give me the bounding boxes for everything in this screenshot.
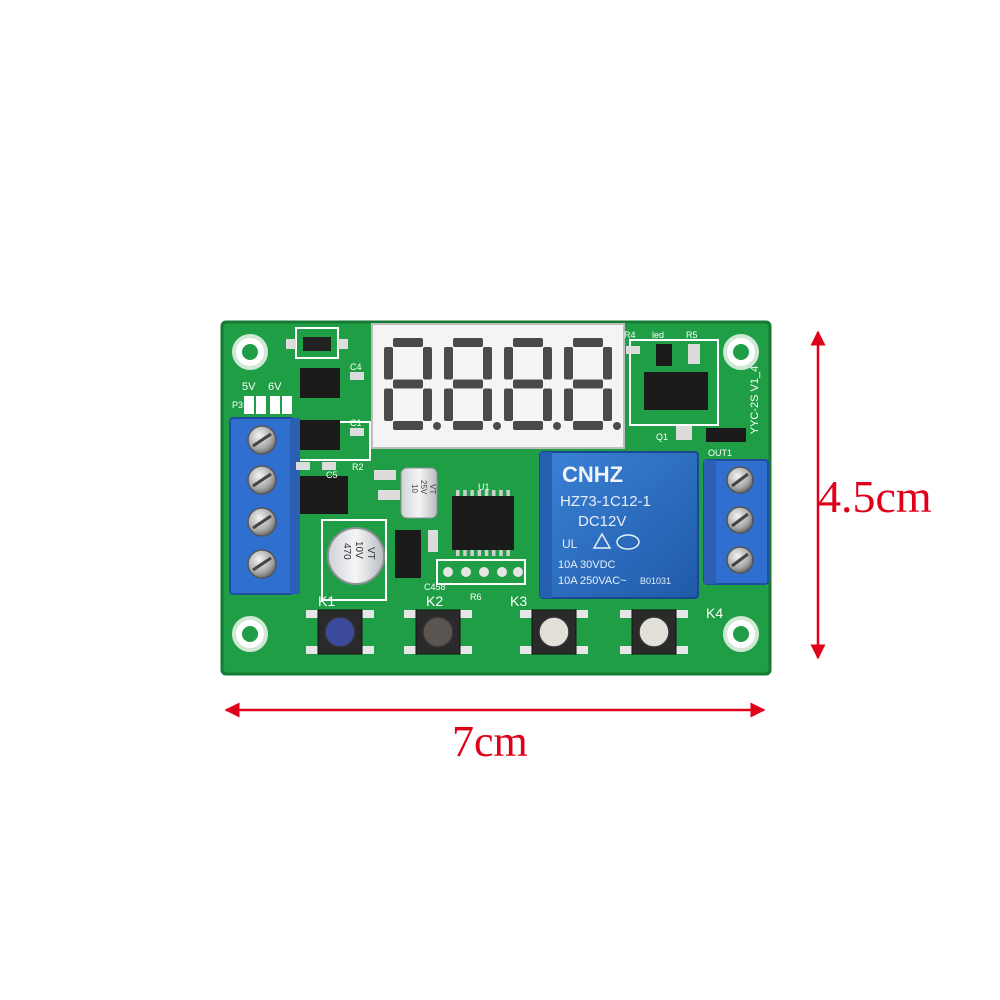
button-cap[interactable]	[538, 616, 570, 648]
push-button-k4[interactable]	[620, 609, 688, 655]
large-cap-line3: VT	[365, 547, 376, 560]
button-cap[interactable]	[638, 616, 670, 648]
microcontroller-chip: U1	[452, 482, 514, 556]
relay-rating-ac: 10A 250VAC~	[558, 575, 627, 587]
relay-rating-dc: 10A 30VDC	[558, 559, 616, 571]
voltage-jumpers: 5V 6V P3	[232, 381, 292, 414]
display-digit	[384, 338, 441, 430]
large-cap-line2: 10V	[353, 541, 364, 559]
c5-label: C5	[326, 470, 338, 480]
relay-coil: DC12V	[578, 513, 626, 530]
push-button-k3[interactable]	[520, 609, 588, 655]
screw-icon	[726, 466, 754, 494]
button-label: K2	[426, 593, 443, 609]
screw-icon	[247, 549, 277, 579]
display-digits	[384, 338, 621, 430]
mounting-holes	[232, 334, 759, 652]
relay-model: HZ73-1C12-1	[560, 493, 651, 510]
push-button-k2[interactable]	[404, 609, 472, 655]
c4-label: C4	[350, 362, 362, 372]
version-label: YYC-2S V1_4	[749, 366, 761, 434]
c458-label: C458	[424, 582, 446, 592]
seven-segment-display	[371, 323, 625, 449]
r4-label: R4	[624, 330, 636, 340]
q1-label: Q1	[656, 432, 668, 442]
r2-label: R2	[352, 462, 364, 472]
width-dimension-label: 7cm	[452, 717, 528, 766]
u1-label: U1	[478, 482, 490, 492]
svg-text:UL: UL	[562, 537, 578, 551]
p3-label: P3	[232, 400, 243, 410]
display-digit	[504, 338, 561, 430]
relay-brand: CNHZ	[562, 462, 623, 487]
jumper-6v-label: 6V	[268, 381, 282, 393]
small-cap-line3: VT	[428, 484, 437, 494]
r6-label: R6	[470, 592, 482, 602]
large-cap-line1: 470	[341, 543, 352, 560]
button-label: K3	[510, 593, 527, 609]
screw-icon	[247, 507, 277, 537]
large-capacitor: 470 10V VT	[327, 527, 385, 585]
push-button-k1[interactable]	[306, 609, 374, 655]
jumper-5v-label: 5V	[242, 381, 256, 393]
certification-icons: UL	[562, 532, 640, 551]
screw-icon	[726, 506, 754, 534]
screw-icon	[247, 465, 277, 495]
button-label: K4	[706, 605, 723, 621]
out1-label: OUT1	[708, 448, 732, 458]
height-dimension-label: 4.5cm	[818, 471, 932, 522]
input-screw-terminal	[229, 417, 300, 595]
relay: CNHZ HZ73-1C12-1 DC12V UL 10A 30VDC 10A …	[539, 451, 699, 599]
r5-label: R5	[686, 330, 698, 340]
led-label: led	[652, 330, 664, 340]
small-cap-line2: 25V	[419, 480, 428, 495]
small-capacitor: 10 25V VT	[400, 467, 438, 519]
display-digit	[444, 338, 501, 430]
small-cap-line1: 10	[410, 484, 419, 493]
screw-icon	[726, 546, 754, 574]
button-cap[interactable]	[422, 616, 454, 648]
relay-batch: B01031	[640, 576, 671, 586]
button-label: K1	[318, 593, 335, 609]
display-digit	[564, 338, 621, 430]
button-cap[interactable]	[324, 616, 356, 648]
output-screw-terminal: OUT1	[703, 448, 769, 585]
relay-module-board: 5V 6V P3 C4 C1 R2 C5 C458 10	[220, 320, 772, 676]
header-pads	[443, 567, 523, 577]
c1-label: C1	[350, 418, 362, 428]
screw-icon	[247, 425, 277, 455]
